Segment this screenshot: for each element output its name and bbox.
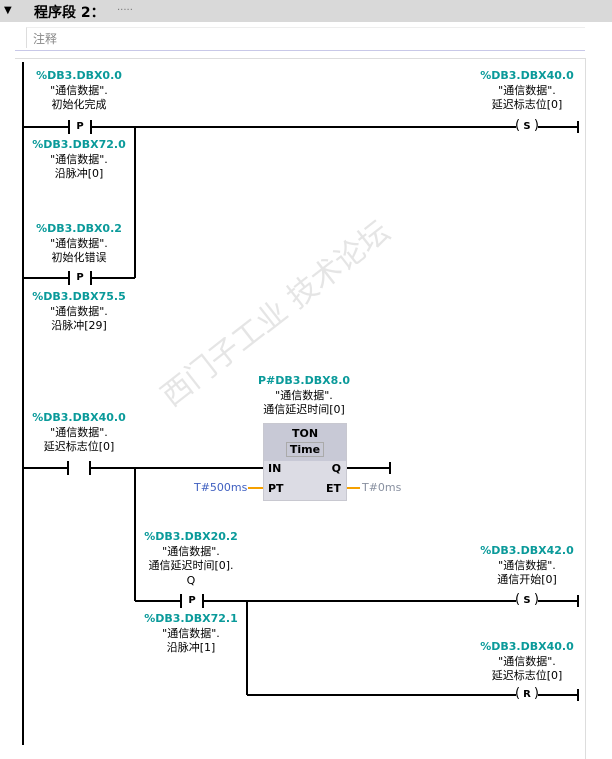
comment-placeholder: 注释: [33, 32, 58, 46]
db-name: "通信数据".: [50, 83, 108, 97]
db-name: "通信数据".: [162, 626, 220, 640]
address: %DB3.DBX75.5: [32, 290, 126, 303]
tag-name: 通信开始[0]: [497, 573, 557, 586]
pin-q: Q: [331, 462, 341, 475]
tag-name: 沿脉冲[0]: [54, 167, 104, 180]
set-coil-2-operand[interactable]: %DB3.DBX42.0"通信数据".通信开始[0]: [480, 544, 574, 588]
tag-name: 延迟标志位[0]: [43, 440, 115, 453]
tag-name: 通信延迟时间[0].: [148, 559, 234, 572]
set-coil[interactable]: S: [515, 119, 539, 134]
ton-timer-block[interactable]: TON Time IN PT Q ET: [263, 423, 347, 501]
tag-name: 沿脉冲[1]: [166, 641, 216, 654]
network-title-comment[interactable]: .....: [117, 2, 133, 13]
ladder-network: [15, 58, 586, 759]
p-contact-3-edge-memory[interactable]: %DB3.DBX72.1"通信数据".沿脉冲[1]: [144, 612, 238, 656]
db-name: "通信数据".: [162, 544, 220, 558]
contact1-operand[interactable]: %DB3.DBX0.0"通信数据".初始化完成: [36, 69, 122, 113]
contact2-edge-memory[interactable]: %DB3.DBX75.5"通信数据".沿脉冲[29]: [32, 290, 126, 334]
contact1-edge-memory[interactable]: %DB3.DBX72.0"通信数据".沿脉冲[0]: [32, 138, 126, 182]
db-name: "通信数据".: [498, 654, 556, 668]
tag-name: 通信延迟时间[0]: [263, 403, 345, 416]
network-title: 程序段 2：: [34, 5, 105, 21]
tag-name: 沿脉冲[29]: [51, 319, 107, 332]
db-name: "通信数据".: [50, 236, 108, 250]
pin-et: ET: [325, 482, 341, 495]
db-name: "通信数据".: [50, 304, 108, 318]
timer-type: TON: [291, 427, 319, 440]
reset-coil-operand[interactable]: %DB3.DBX40.0"通信数据".延迟标志位[0]: [480, 640, 574, 684]
address: %DB3.DBX42.0: [480, 544, 574, 557]
address: %DB3.DBX72.0: [32, 138, 126, 151]
address: %DB3.DBX40.0: [480, 69, 574, 82]
triangle-down-icon[interactable]: ▼: [4, 5, 12, 16]
p-contact-3-operand[interactable]: %DB3.DBX20.2"通信数据".通信延迟时间[0].Q: [144, 530, 238, 588]
reset-coil[interactable]: R: [515, 687, 539, 702]
db-name: "通信数据".: [50, 152, 108, 166]
network-comment-field[interactable]: 注释: [26, 27, 585, 48]
address: %DB3.DBX20.2: [144, 530, 238, 543]
pt-value[interactable]: T#500ms: [194, 481, 248, 494]
address: %DB3.DBX40.0: [480, 640, 574, 653]
tag-name: 初始化完成: [51, 98, 107, 111]
timer-datatype[interactable]: Time: [285, 442, 325, 457]
tag-name: 延迟标志位[0]: [491, 669, 563, 682]
pin-in: IN: [268, 462, 282, 475]
pin-pt: PT: [268, 482, 284, 495]
contact2-operand[interactable]: %DB3.DBX0.2"通信数据".初始化错误: [36, 222, 122, 266]
set-coil-operand[interactable]: %DB3.DBX40.0"通信数据".延迟标志位[0]: [480, 69, 574, 113]
p-contact-3[interactable]: P: [180, 594, 204, 608]
db-name: "通信数据".: [498, 83, 556, 97]
address: %DB3.DBX72.1: [144, 612, 238, 625]
member-name: Q: [186, 573, 196, 587]
db-name: "通信数据".: [275, 388, 333, 402]
address: %DB3.DBX0.2: [36, 222, 122, 235]
et-value[interactable]: T#0ms: [362, 481, 402, 494]
tag-name: 初始化错误: [51, 251, 107, 264]
p-contact-2[interactable]: P: [68, 271, 92, 285]
normally-open-contact[interactable]: [67, 461, 91, 475]
tag-name: 延迟标志位[0]: [491, 98, 563, 111]
address: P#DB3.DBX8.0: [257, 374, 351, 387]
address: %DB3.DBX40.0: [32, 411, 126, 424]
network-header[interactable]: ▼ 程序段 2： .....: [0, 0, 612, 22]
p-contact-1[interactable]: P: [68, 120, 92, 134]
address: %DB3.DBX0.0: [36, 69, 122, 82]
set-coil-2[interactable]: S: [515, 593, 539, 608]
timer-instance[interactable]: P#DB3.DBX8.0"通信数据".通信延迟时间[0]: [258, 374, 350, 418]
db-name: "通信数据".: [50, 425, 108, 439]
no-contact-operand[interactable]: %DB3.DBX40.0"通信数据".延迟标志位[0]: [32, 411, 126, 455]
divider: [15, 50, 585, 51]
db-name: "通信数据".: [498, 558, 556, 572]
